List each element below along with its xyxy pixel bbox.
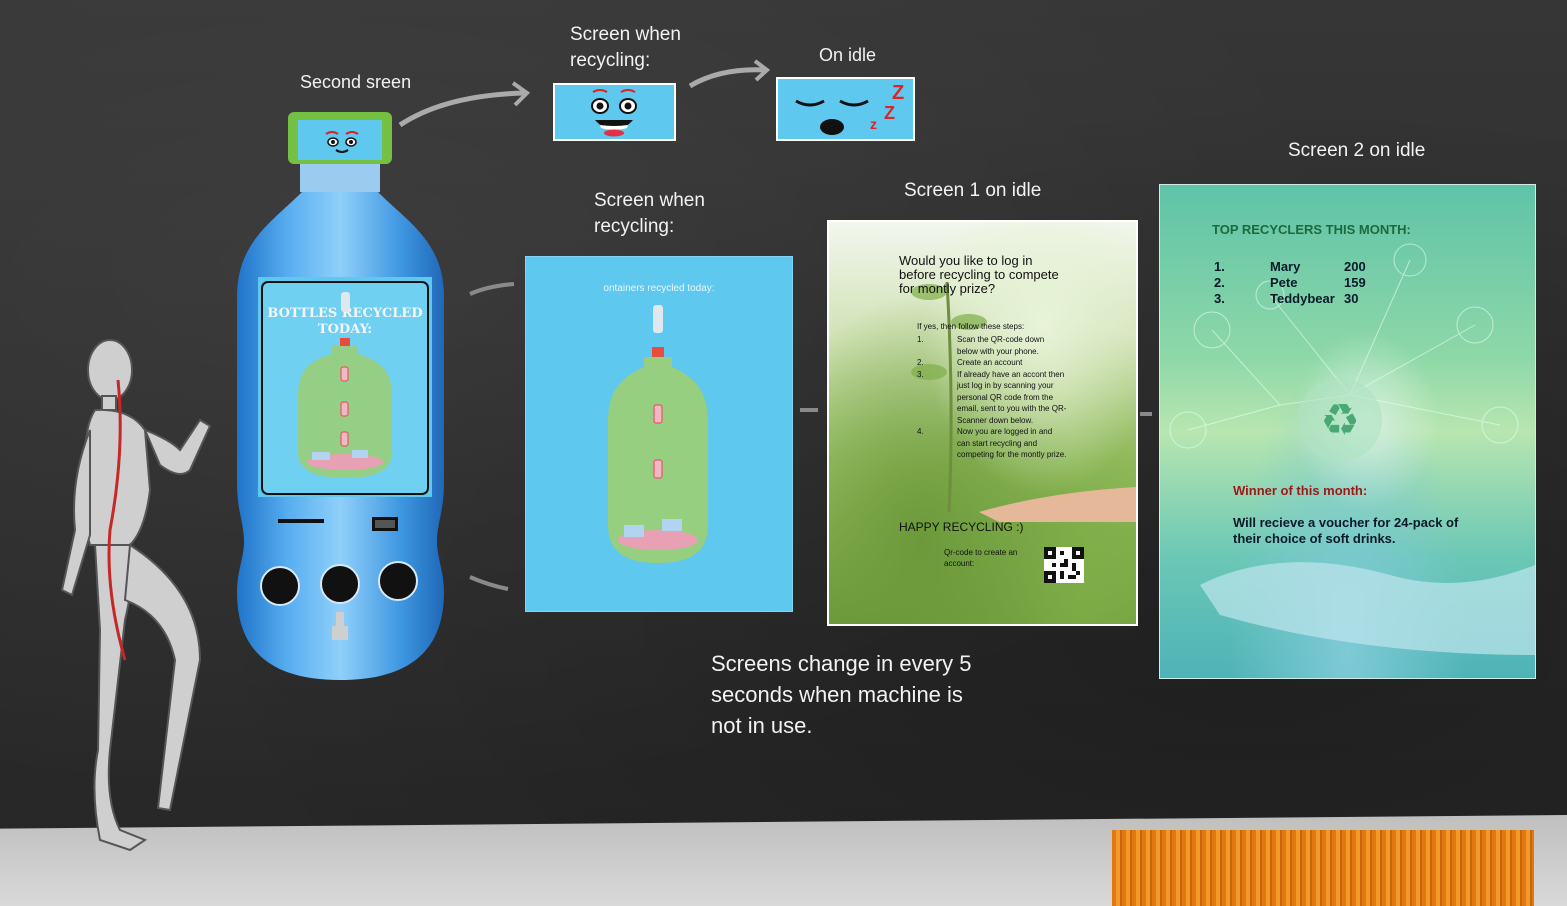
- plant-hand-image: [911, 281, 1136, 522]
- bottle-screen-title: BOTTLES RECYCLED TODAY:: [267, 306, 423, 337]
- screen1-question: Would you like to log in before recyclin…: [899, 253, 1059, 296]
- svg-text:Z: Z: [892, 82, 904, 104]
- svg-text:z: z: [870, 116, 877, 132]
- face-screen-happy: [553, 83, 676, 141]
- face-screen-sleeping: Z Z z: [776, 77, 915, 141]
- svg-text:♻: ♻: [1320, 395, 1359, 446]
- happy-face-icon: [591, 89, 637, 137]
- screen2-winner-title: Winner of this month:: [1233, 483, 1368, 498]
- connector-dash: [800, 408, 818, 412]
- label-screen-recycling-main: Screen when recycling:: [594, 190, 705, 237]
- cap-face-icon: [325, 131, 359, 153]
- screen2-prize: Will recieve a voucher for 24-pack of th…: [1233, 515, 1459, 546]
- bottle-fill-icon: [608, 305, 708, 563]
- label-note: Screens change in every 5 seconds when m…: [711, 651, 972, 738]
- arrow-bottle-to-face: [398, 81, 531, 128]
- bottle-fill-icon: [298, 292, 392, 478]
- screen-recycling: ontainers recycled today:: [525, 256, 793, 612]
- label-on-idle: On idle: [819, 45, 877, 65]
- orange-striped-object: [1112, 830, 1534, 906]
- label-screen2-idle: Screen 2 on idle: [1288, 140, 1426, 161]
- screen1-steps: 1.Scan the QR-code down below with your …: [917, 334, 1067, 461]
- qr-code-icon: [1044, 547, 1084, 583]
- step-item: 1.Scan the QR-code down below with your …: [917, 335, 1045, 356]
- step-item: 2.Create an account: [917, 358, 1023, 367]
- connector-top: [469, 282, 515, 296]
- svg-text:Z: Z: [884, 103, 895, 123]
- recycle-screen-title: ontainers recycled today:: [603, 283, 715, 294]
- connector-dash: [1140, 412, 1152, 416]
- recycling-machine-bottle: BOTTLES RECYCLED TODAY:: [232, 112, 448, 682]
- label-screen-recycling-top: Screen when recycling:: [570, 24, 681, 71]
- connector-bottom: [469, 575, 509, 591]
- screen1-follow: If yes, then follow these steps:: [917, 322, 1025, 331]
- eco-network-image: ♻: [1169, 243, 1535, 655]
- screen1-qr-label: Qr-code to create an account:: [944, 548, 1018, 568]
- step-item: 3.If already have an accont then just lo…: [917, 369, 1067, 425]
- label-screen1-idle: Screen 1 on idle: [904, 180, 1042, 201]
- arrow-face-to-idle: [688, 59, 771, 89]
- screen1-idle: Would you like to log in before recyclin…: [827, 220, 1138, 626]
- human-figure: [60, 339, 212, 852]
- step-item: 4.Now you are logged in and can start re…: [917, 427, 1067, 459]
- label-second-screen: Second sreen: [300, 72, 412, 92]
- screen2-top-title: TOP RECYCLERS THIS MONTH:: [1212, 222, 1411, 237]
- sleeping-face-icon: Z Z z: [795, 82, 904, 135]
- screen1-happy: HAPPY RECYCLING :): [899, 520, 1024, 534]
